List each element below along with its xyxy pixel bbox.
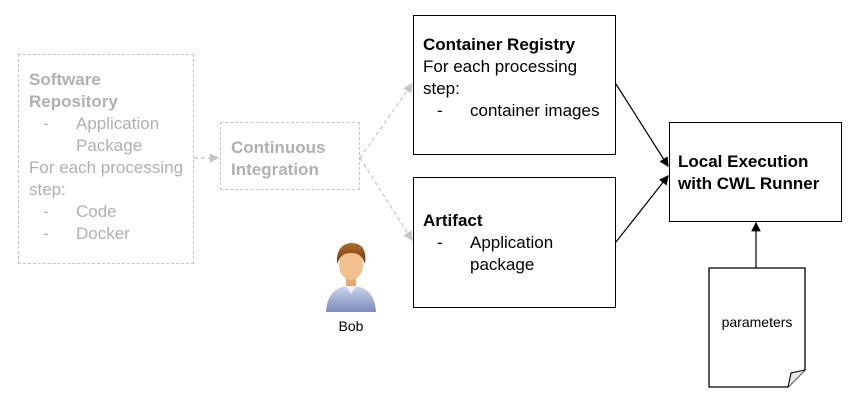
container-registry-title: Container Registry	[423, 35, 576, 54]
arrow-ci-to-registry	[359, 83, 413, 159]
container-registry-subheading: For each processing step:	[423, 57, 578, 98]
list-item: Application Package	[29, 113, 193, 157]
software-repository-box: Software Repository Application Package …	[18, 54, 194, 264]
list-item: Code	[29, 201, 193, 223]
artifact-title: Artifact	[423, 211, 483, 230]
arrow-ci-to-artifact	[359, 157, 413, 242]
software-repository-subheading: For each processing step:	[29, 158, 184, 199]
document-icon	[708, 267, 806, 388]
container-registry-box: Container Registry For each processing s…	[413, 15, 616, 155]
local-execution-title: Local Execution with CWL Runner	[678, 152, 820, 193]
list-item: Application package	[423, 232, 615, 276]
continuous-integration-title: Continuous Integration	[231, 138, 326, 179]
list-item: container images	[423, 100, 615, 122]
arrow-registry-to-local	[615, 83, 669, 168]
list-item: Docker	[29, 223, 193, 245]
continuous-integration-box: Continuous Integration	[220, 122, 360, 190]
software-repository-title: Software Repository	[29, 70, 118, 111]
user-avatar-icon	[326, 243, 376, 312]
parameters-label: parameters	[721, 314, 793, 330]
artifact-box: Artifact Application package	[413, 177, 616, 308]
arrow-artifact-to-local	[615, 175, 669, 243]
user-name: Bob	[338, 318, 364, 334]
local-execution-box: Local Execution with CWL Runner	[669, 122, 842, 222]
